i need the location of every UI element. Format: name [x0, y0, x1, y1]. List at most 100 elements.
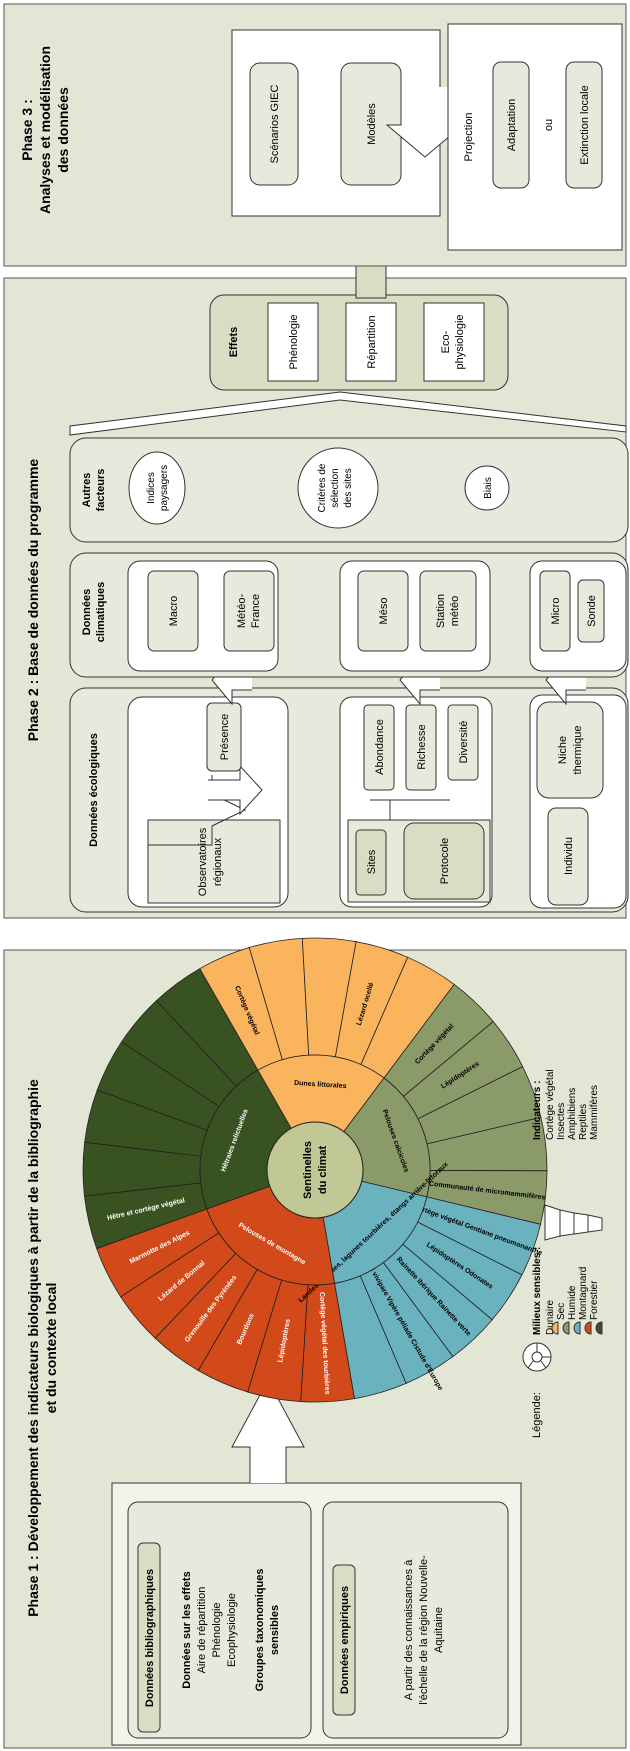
indices-line-1: paysagers [159, 465, 170, 511]
biblio-header: Données bibliographiques [144, 1569, 156, 1707]
micro-label: Micro [550, 598, 562, 625]
biblio-groups-line2: sensibles [269, 1605, 281, 1655]
phase1-title-line1: Phase 1 : Développement des indicateurs … [25, 1079, 41, 1617]
meteo-france-line-1: France [250, 594, 262, 628]
legend-milieu-1: Sec [556, 1303, 567, 1320]
effet-box-1 [345, 302, 397, 382]
biblio-effect-0: Aire de répartition [196, 1587, 208, 1674]
extinction-label: Extinction locale [579, 85, 591, 165]
biblio-effects-title: Données sur les effets [181, 1571, 193, 1688]
effet-1-line-0: Répartition [366, 315, 378, 368]
meso-box [357, 570, 409, 652]
wheel-center-line1: Sentinelles [302, 1141, 314, 1199]
niche-line-0: Niche [557, 736, 569, 764]
meso-label: Méso [378, 598, 390, 625]
effets-header: Effets [228, 327, 240, 358]
legend-indicateur-1: Insectes [556, 1103, 567, 1140]
empirical-header: Données empiriques [339, 1586, 351, 1694]
biais-ellipse [464, 465, 510, 511]
projection-label: Projection [463, 113, 475, 162]
observatoires-to-presence-arrow [208, 764, 263, 816]
meteo-france-box [223, 570, 275, 652]
legend-indicateur-0: Cortège végétal [545, 1069, 556, 1140]
empirical-line-2: Aquitaine [433, 1607, 445, 1653]
effet-0-line-0: Phénologie [288, 314, 300, 369]
station-line-1: météo [449, 596, 461, 627]
criteres-line-1: sélection [330, 468, 341, 507]
macro-label: Macro [168, 596, 180, 627]
station-box [419, 570, 477, 652]
indices-line-0: Indices [146, 472, 157, 504]
micro-box [539, 570, 571, 652]
legend-milieu-0: Dunaire [545, 1300, 556, 1335]
legend-indicateur-3: Reptiles [578, 1104, 589, 1140]
biblio-effect-1: Phénologie [211, 1602, 223, 1657]
legend-milieu-3: Montagnard [578, 1267, 589, 1320]
phase2-title: Phase 2 : Base de données du programme [25, 459, 41, 742]
scenarios-label: Scénarios GIEC [269, 85, 281, 164]
phase3-title-line1: Phase 3 : [19, 99, 35, 160]
funnel-arrow [69, 391, 627, 436]
empirical-box [322, 1501, 509, 1739]
sites-label: Sites [366, 849, 378, 874]
biblio-groups-line1: Groupes taxonomiques [254, 1569, 266, 1692]
diversite-box [447, 704, 479, 781]
milieu-label: Dunes littorales [294, 1080, 347, 1090]
effet-2-line-0: Eco- [440, 330, 452, 353]
legend-indicateurs-title: Indicateurs : [532, 1081, 543, 1140]
effet-box-2 [423, 302, 485, 382]
legend-milieu-swatches [551, 1321, 603, 1335]
legend-milieu-4: Forestier [589, 1280, 600, 1320]
legend-indicateur-4: Mammifères [589, 1085, 600, 1140]
empirical-line-0: A partir des connaissances à [403, 1559, 415, 1701]
abondance-label: Abondance [374, 719, 386, 775]
macro-box [147, 570, 199, 652]
eco-header: Données écologiques [88, 733, 100, 847]
biblio-header-box [137, 1542, 161, 1733]
biblio-effect-2: Ecophysiologie [226, 1593, 238, 1667]
criteres-ellipse [297, 447, 379, 529]
legend-indicator-icon [544, 1204, 603, 1241]
legend-milieu-2: Humide [567, 1285, 578, 1320]
empirical-line-1: l'échelle de la région Nouvelle- [418, 1555, 430, 1705]
wheel-center [266, 1121, 364, 1219]
biblio-box [127, 1501, 312, 1739]
legend-milieux-title: Milieux sensibles : [532, 1247, 543, 1335]
meteo-france-line-0: Météo- [236, 594, 248, 629]
phase3-title-line3: des données [55, 87, 71, 173]
observatoires-line-0: Observatoires [197, 827, 209, 896]
presence-box [206, 702, 242, 772]
abondance-box [363, 704, 395, 791]
richesse-label: Richesse [416, 724, 428, 769]
sites-box [355, 829, 387, 896]
legend-label: Légende: [531, 1392, 543, 1438]
legend-indicateur-2: Amphibiens [567, 1088, 578, 1140]
individu-label: Individu [563, 837, 575, 875]
biais-label: Biais [483, 477, 494, 499]
presence-label: Présence [219, 714, 231, 760]
empirical-header-box [332, 1564, 356, 1716]
richesse-box [405, 704, 437, 791]
criteres-line-0: Critères de [317, 463, 328, 512]
individu-box [547, 807, 589, 906]
protocole-box [403, 822, 485, 900]
protocole-label: Protocole [439, 838, 451, 884]
ou-label: ou [543, 119, 555, 131]
climat-header-line-1: climatiques [95, 582, 107, 643]
niche-box [536, 701, 604, 799]
observatoires-line-1: régionaux [212, 837, 224, 886]
autres-header-line-1: facteurs [95, 469, 107, 512]
niche-line-1: thermique [572, 726, 584, 775]
observatoires-box [147, 819, 281, 904]
criteres-line-2: des sites [343, 468, 354, 507]
adaptation-label: Adaptation [506, 99, 518, 152]
effet-box-0 [267, 302, 319, 382]
sonde-label: Sonde [586, 595, 598, 627]
wheel-center-line2: du climat [317, 1146, 329, 1195]
extinction-box [565, 61, 603, 189]
sonde-box [577, 579, 605, 643]
indices-ellipse [128, 451, 186, 525]
effet-2-line-1: physiologie [454, 314, 466, 369]
